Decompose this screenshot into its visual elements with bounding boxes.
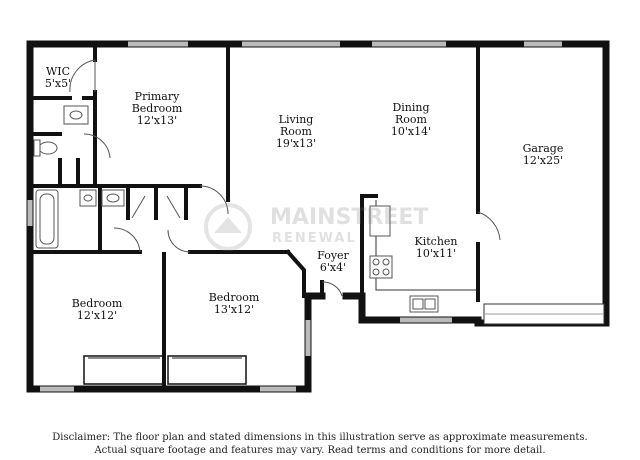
- room-label-foyer: Foyer 6'x4': [317, 250, 349, 274]
- room-name: Bedroom: [131, 102, 183, 115]
- disclaimer-line-2: Actual square footage and features may v…: [94, 445, 546, 456]
- room-dimensions: 13'x12': [213, 303, 255, 316]
- room-name: Dining: [392, 101, 430, 114]
- room-label-bedroom-right: Bedroom 13'x12': [209, 292, 260, 316]
- room-name: Garage: [522, 142, 564, 155]
- room-name: Primary: [134, 90, 180, 103]
- watermark-house-icon: [204, 203, 252, 251]
- bath-fixtures: [33, 105, 125, 249]
- windows: [27, 41, 562, 392]
- room-name: Kitchen: [414, 235, 458, 248]
- room-dimensions: 12'x25': [522, 154, 564, 167]
- room-dimensions: 19'x13': [275, 137, 317, 150]
- disclaimer-line-1: Disclaimer: The floor plan and stated di…: [52, 432, 588, 443]
- garage-door: [483, 303, 605, 325]
- bedroom-closets: [83, 355, 247, 385]
- room-label-primary-bedroom: Primary Bedroom 12'x13': [132, 91, 183, 127]
- room-name: Bedroom: [208, 291, 260, 304]
- room-name: Room: [395, 113, 427, 126]
- room-label-garage: Garage 12'x25': [523, 143, 564, 167]
- room-name: Living: [278, 113, 314, 126]
- disclaimer: Disclaimer: The floor plan and stated di…: [0, 431, 640, 457]
- room-dimensions: 6'x4': [319, 261, 347, 274]
- room-name: Foyer: [317, 249, 349, 262]
- room-label-living-room: Living Room 19'x13': [276, 114, 316, 150]
- room-name: Bedroom: [71, 297, 123, 310]
- room-dimensions: 10'x11': [415, 247, 457, 260]
- room-label-kitchen: Kitchen 10'x11': [415, 236, 458, 260]
- doors: [69, 59, 501, 297]
- kitchen-fixtures: [369, 200, 476, 313]
- watermark-title: MAINSTREET: [270, 205, 429, 230]
- room-name: WIC: [45, 65, 71, 78]
- room-label-wic: WIC 5'x5': [45, 66, 71, 90]
- watermark-subtitle: RENEWAL: [272, 231, 357, 246]
- room-dimensions: 10'x14': [390, 125, 432, 138]
- watermark-logo: MAINSTREET RENEWAL: [200, 203, 445, 253]
- room-name: Room: [280, 125, 312, 138]
- room-dimensions: 5'x5': [44, 77, 72, 90]
- interior-walls: [30, 44, 480, 389]
- room-dimensions: 12'x13': [136, 114, 178, 127]
- room-label-bedroom-left: Bedroom 12'x12': [72, 298, 123, 322]
- room-label-dining-room: Dining Room 10'x14': [391, 102, 431, 138]
- room-dimensions: 12'x12': [76, 309, 118, 322]
